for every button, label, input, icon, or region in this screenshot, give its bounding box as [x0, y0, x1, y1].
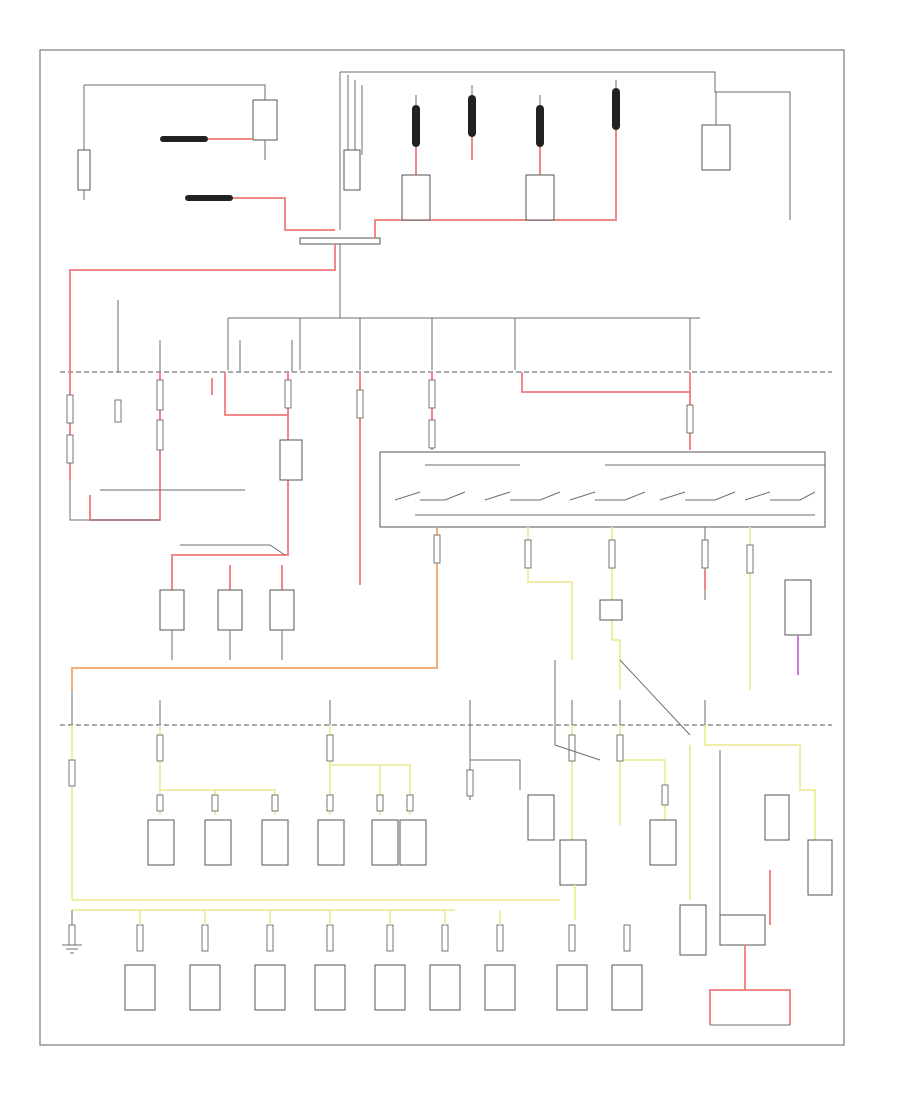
component-right-b — [679, 904, 707, 956]
component-mid-right — [559, 839, 587, 886]
battery-section — [77, 84, 381, 245]
fusible-link-a — [160, 136, 208, 142]
bottom-row-connectors — [136, 910, 631, 952]
component-l3 — [269, 589, 295, 631]
fusible-link-d — [468, 95, 476, 137]
diagram-frame — [39, 49, 845, 1046]
orange-feed — [71, 527, 438, 690]
relay-right-bottom — [807, 839, 833, 896]
fusible-link-group-right — [339, 71, 791, 238]
yellow-feed-1 — [527, 527, 573, 660]
connector-right — [719, 914, 766, 946]
ignition-relay-small — [599, 599, 623, 621]
trailer-relay-box — [279, 439, 303, 481]
generator-right — [525, 174, 555, 221]
relay-right-top — [764, 794, 790, 841]
control-module-right — [784, 579, 812, 636]
underhood-fuse-block — [60, 244, 832, 373]
component-l2 — [217, 589, 243, 631]
battery-right — [343, 149, 361, 191]
red-feed-left — [69, 244, 336, 480]
relay-mid-right — [527, 794, 555, 841]
fusible-link-f — [612, 88, 620, 130]
generator-left — [401, 174, 431, 221]
component-right-a — [649, 819, 677, 866]
battery-left — [77, 149, 91, 191]
starter-relay-top — [701, 124, 731, 171]
left-component-row — [159, 544, 295, 660]
junction-block-top — [299, 237, 381, 245]
fusible-link-c — [412, 105, 420, 147]
fuse-row-connectors — [66, 379, 694, 464]
lower-mid-components — [147, 794, 427, 866]
yellow-bottom-trunk — [72, 899, 560, 911]
ignition-switch-frame — [379, 451, 826, 528]
bottom-row-components — [124, 964, 643, 1011]
fusible-link-e — [536, 105, 544, 147]
ignition-switch-block — [379, 451, 826, 528]
component-l1 — [159, 589, 185, 631]
starter-solenoid — [252, 99, 278, 141]
fusible-link-b — [185, 195, 233, 201]
